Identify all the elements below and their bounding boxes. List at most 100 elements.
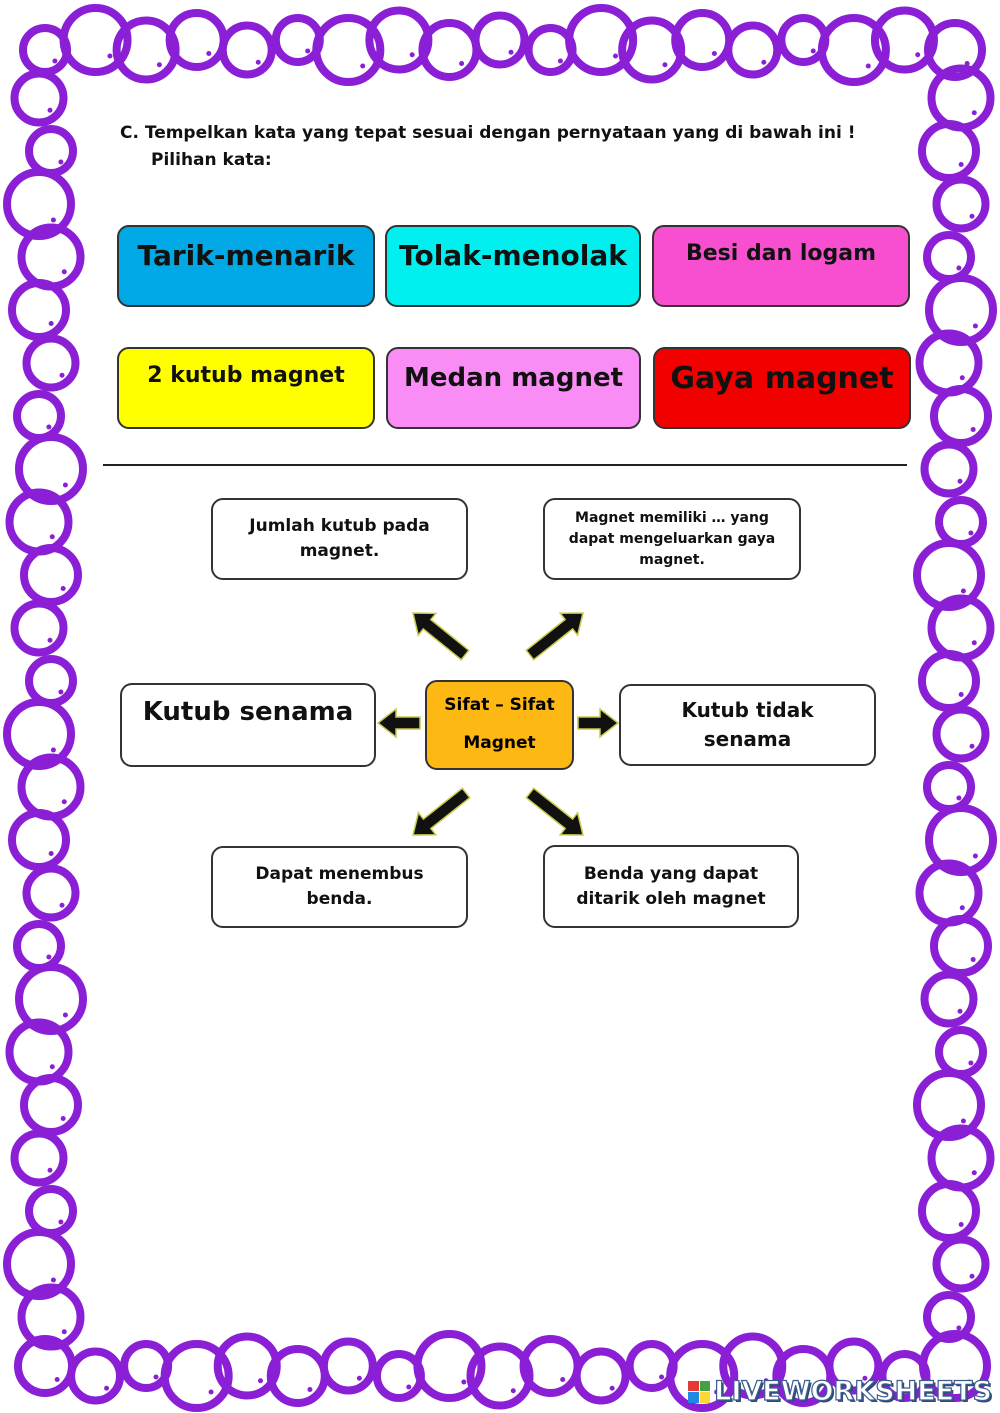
border-dot [865,63,871,69]
border-dot [50,747,56,753]
border-ring [923,1291,975,1343]
word-chip-medan-magnet[interactable]: Medan magnet [386,347,641,429]
border-dot [968,1060,974,1066]
border-dot [557,58,563,64]
drop-box-top-left[interactable]: Jumlah kutub pada magnet. [211,498,468,580]
border-dot [958,162,964,167]
border-ring [3,168,75,240]
box-text: Benda yang dapat ditarik oleh magnet [576,863,766,909]
border-ring [923,761,975,813]
border-dot [305,48,311,54]
border-dot [50,217,56,223]
word-chip-tolak-menolak[interactable]: Tolak-menolak [385,225,641,307]
instruction-line: C. Tempelkan kata yang tepat sesuai deng… [120,123,856,143]
border-ring [913,539,985,611]
border-dot [972,323,978,329]
border-dot [711,51,717,56]
drop-box-bottom-left[interactable]: Dapat menembus benda. [211,846,468,928]
border-dot [560,1377,566,1382]
border-ring [8,809,70,871]
border-dot [47,1167,53,1173]
border-ring [20,544,82,606]
border-dot [960,1118,966,1124]
border-ring [918,650,980,712]
border-ring [22,334,80,392]
border-dot [508,49,514,55]
border-dot [662,62,668,68]
word-chip-label: Gaya magnet [670,361,894,396]
border-dot [307,1387,313,1392]
border-ring [25,125,77,177]
border-ring [932,705,990,763]
border-dot [62,482,68,488]
border-dot [59,902,65,908]
border-dot [59,372,65,378]
border-dot [208,1389,214,1395]
border-dot [206,51,212,56]
border-dot [966,1379,972,1385]
border-ring [925,274,997,346]
border-dot [763,1378,769,1384]
border-ring [932,1235,990,1293]
border-dot [971,1170,977,1176]
word-chip-label: Tarik-menarik [137,239,355,272]
border-ring [935,496,987,548]
border-dot [62,1012,68,1018]
center-topic-line: Magnet [463,733,536,753]
border-dot [459,61,465,66]
border-dot [960,588,966,594]
drop-box-top-right[interactable]: Magnet memiliki … yang dapat mengeluarka… [543,498,801,580]
word-chip-tarik-menarik[interactable]: Tarik-menarik [117,225,375,307]
word-chip-label: Besi dan logam [685,241,877,266]
border-dot [406,1384,412,1390]
border-ring [8,279,70,341]
border-ring [817,14,890,86]
border-ring [913,1069,985,1141]
border-dot [971,110,977,116]
border-ring [920,440,978,498]
drop-box-bottom-right[interactable]: Benda yang dapat ditarik oleh magnet [543,845,799,928]
border-dot [257,1378,263,1384]
border-ring [15,433,87,505]
border-dot [356,1375,362,1381]
border-ring [25,1185,77,1237]
border-dot [956,1325,962,1331]
border-dot [956,265,962,271]
box-text: Dapat menembus benda. [255,864,424,909]
border-dot [969,1273,975,1279]
border-ring [930,385,992,447]
box-text: Kutub tidak senama [681,698,814,751]
drop-box-left[interactable]: Kutub senama [120,683,376,767]
border-dot [972,853,978,859]
border-dot [104,1385,110,1391]
center-topic-box: Sifat – Sifat Magnet [425,680,574,770]
border-dot [862,1375,868,1381]
center-topic-line: Sifat – Sifat [444,695,555,715]
border-ring [312,14,385,86]
border-ring [160,1340,233,1412]
word-chip-gaya-magnet[interactable]: Gaya magnet [653,347,911,429]
border-ring [825,1337,883,1395]
border-dot [255,59,261,65]
border-dot [971,640,977,646]
border-ring [25,655,77,707]
instruction: C. Tempelkan kata yang tepat sesuai deng… [120,120,855,174]
border-ring [13,390,65,442]
border-dot [812,1387,818,1392]
border-dot [956,795,962,801]
border-ring [13,920,65,972]
border-dot [409,52,415,58]
border-dot [958,692,964,697]
border-ring [413,1330,486,1402]
border-ring [572,1347,630,1405]
border-dot [613,53,619,59]
border-dot [957,478,963,484]
word-chip-2-kutub-magnet[interactable]: 2 kutub magnet [117,347,375,429]
border-dot [50,1277,56,1283]
border-ring [67,1347,125,1405]
drop-box-right[interactable]: Kutub tidak senama [619,684,876,766]
section-divider [103,464,907,466]
border-dot [60,586,66,591]
word-chip-besi-dan-logam[interactable]: Besi dan logam [652,225,910,307]
